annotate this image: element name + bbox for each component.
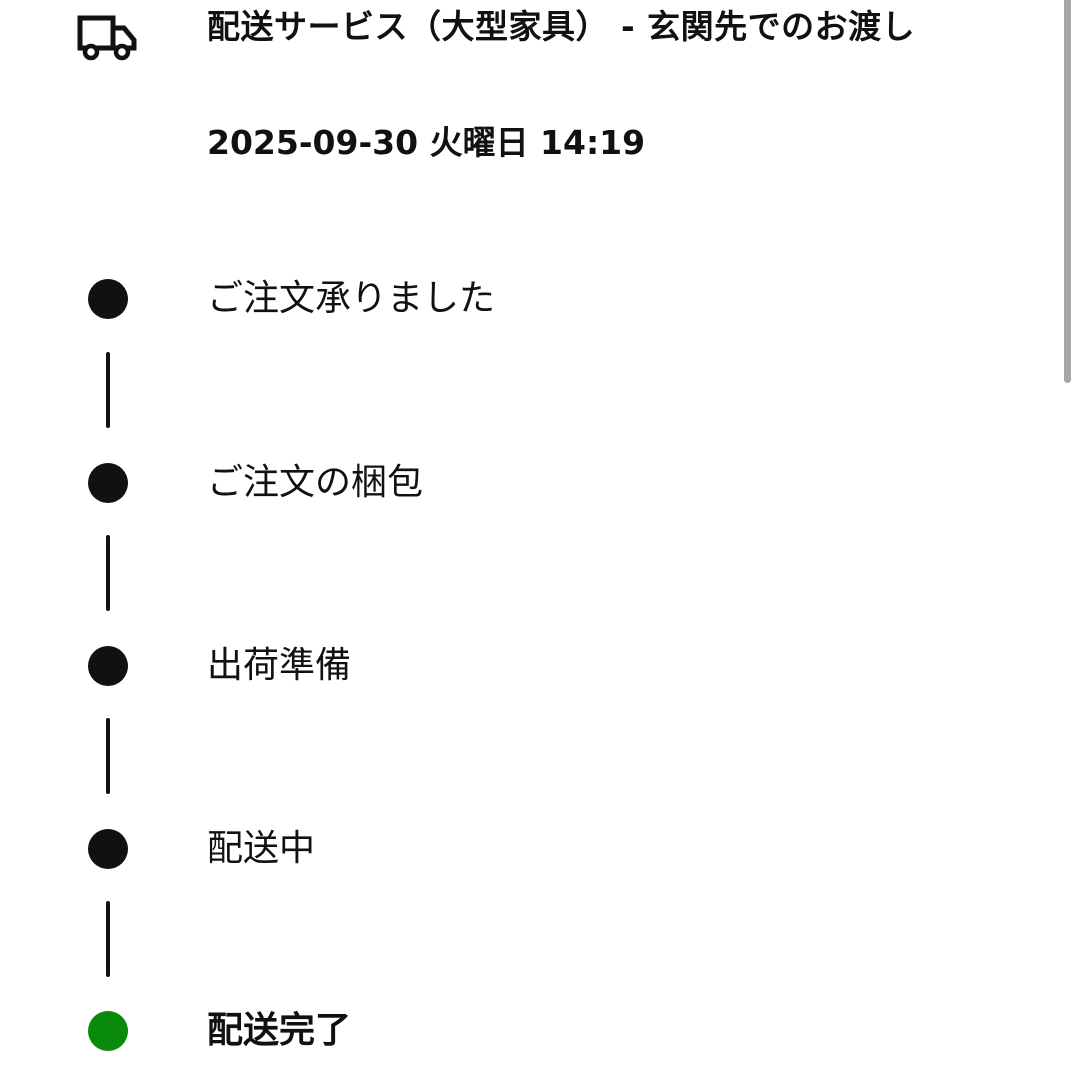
delivery-datetime: 2025-09-30 火曜日 14:19 bbox=[207, 123, 646, 162]
step-label-current: 配送完了 bbox=[207, 1010, 352, 1051]
step-dot-current bbox=[88, 1011, 128, 1051]
step-connector bbox=[106, 352, 110, 428]
step-label: ご注文承りました bbox=[207, 278, 496, 319]
step-connector bbox=[106, 718, 110, 794]
step-connector bbox=[106, 901, 110, 977]
step-label: 配送中 bbox=[207, 828, 316, 869]
scrollbar[interactable] bbox=[1064, 0, 1071, 383]
step-dot-completed bbox=[88, 646, 128, 686]
step-label: 出荷準備 bbox=[207, 645, 352, 686]
step-dot-completed bbox=[88, 829, 128, 869]
truck-icon bbox=[77, 15, 137, 61]
step-label: ご注文の梱包 bbox=[207, 462, 424, 503]
delivery-service-title: 配送サービス（大型家具） - 玄関先でのお渡し bbox=[207, 7, 916, 46]
step-connector bbox=[106, 535, 110, 611]
step-dot-completed bbox=[88, 279, 128, 319]
step-dot-completed bbox=[88, 463, 128, 503]
